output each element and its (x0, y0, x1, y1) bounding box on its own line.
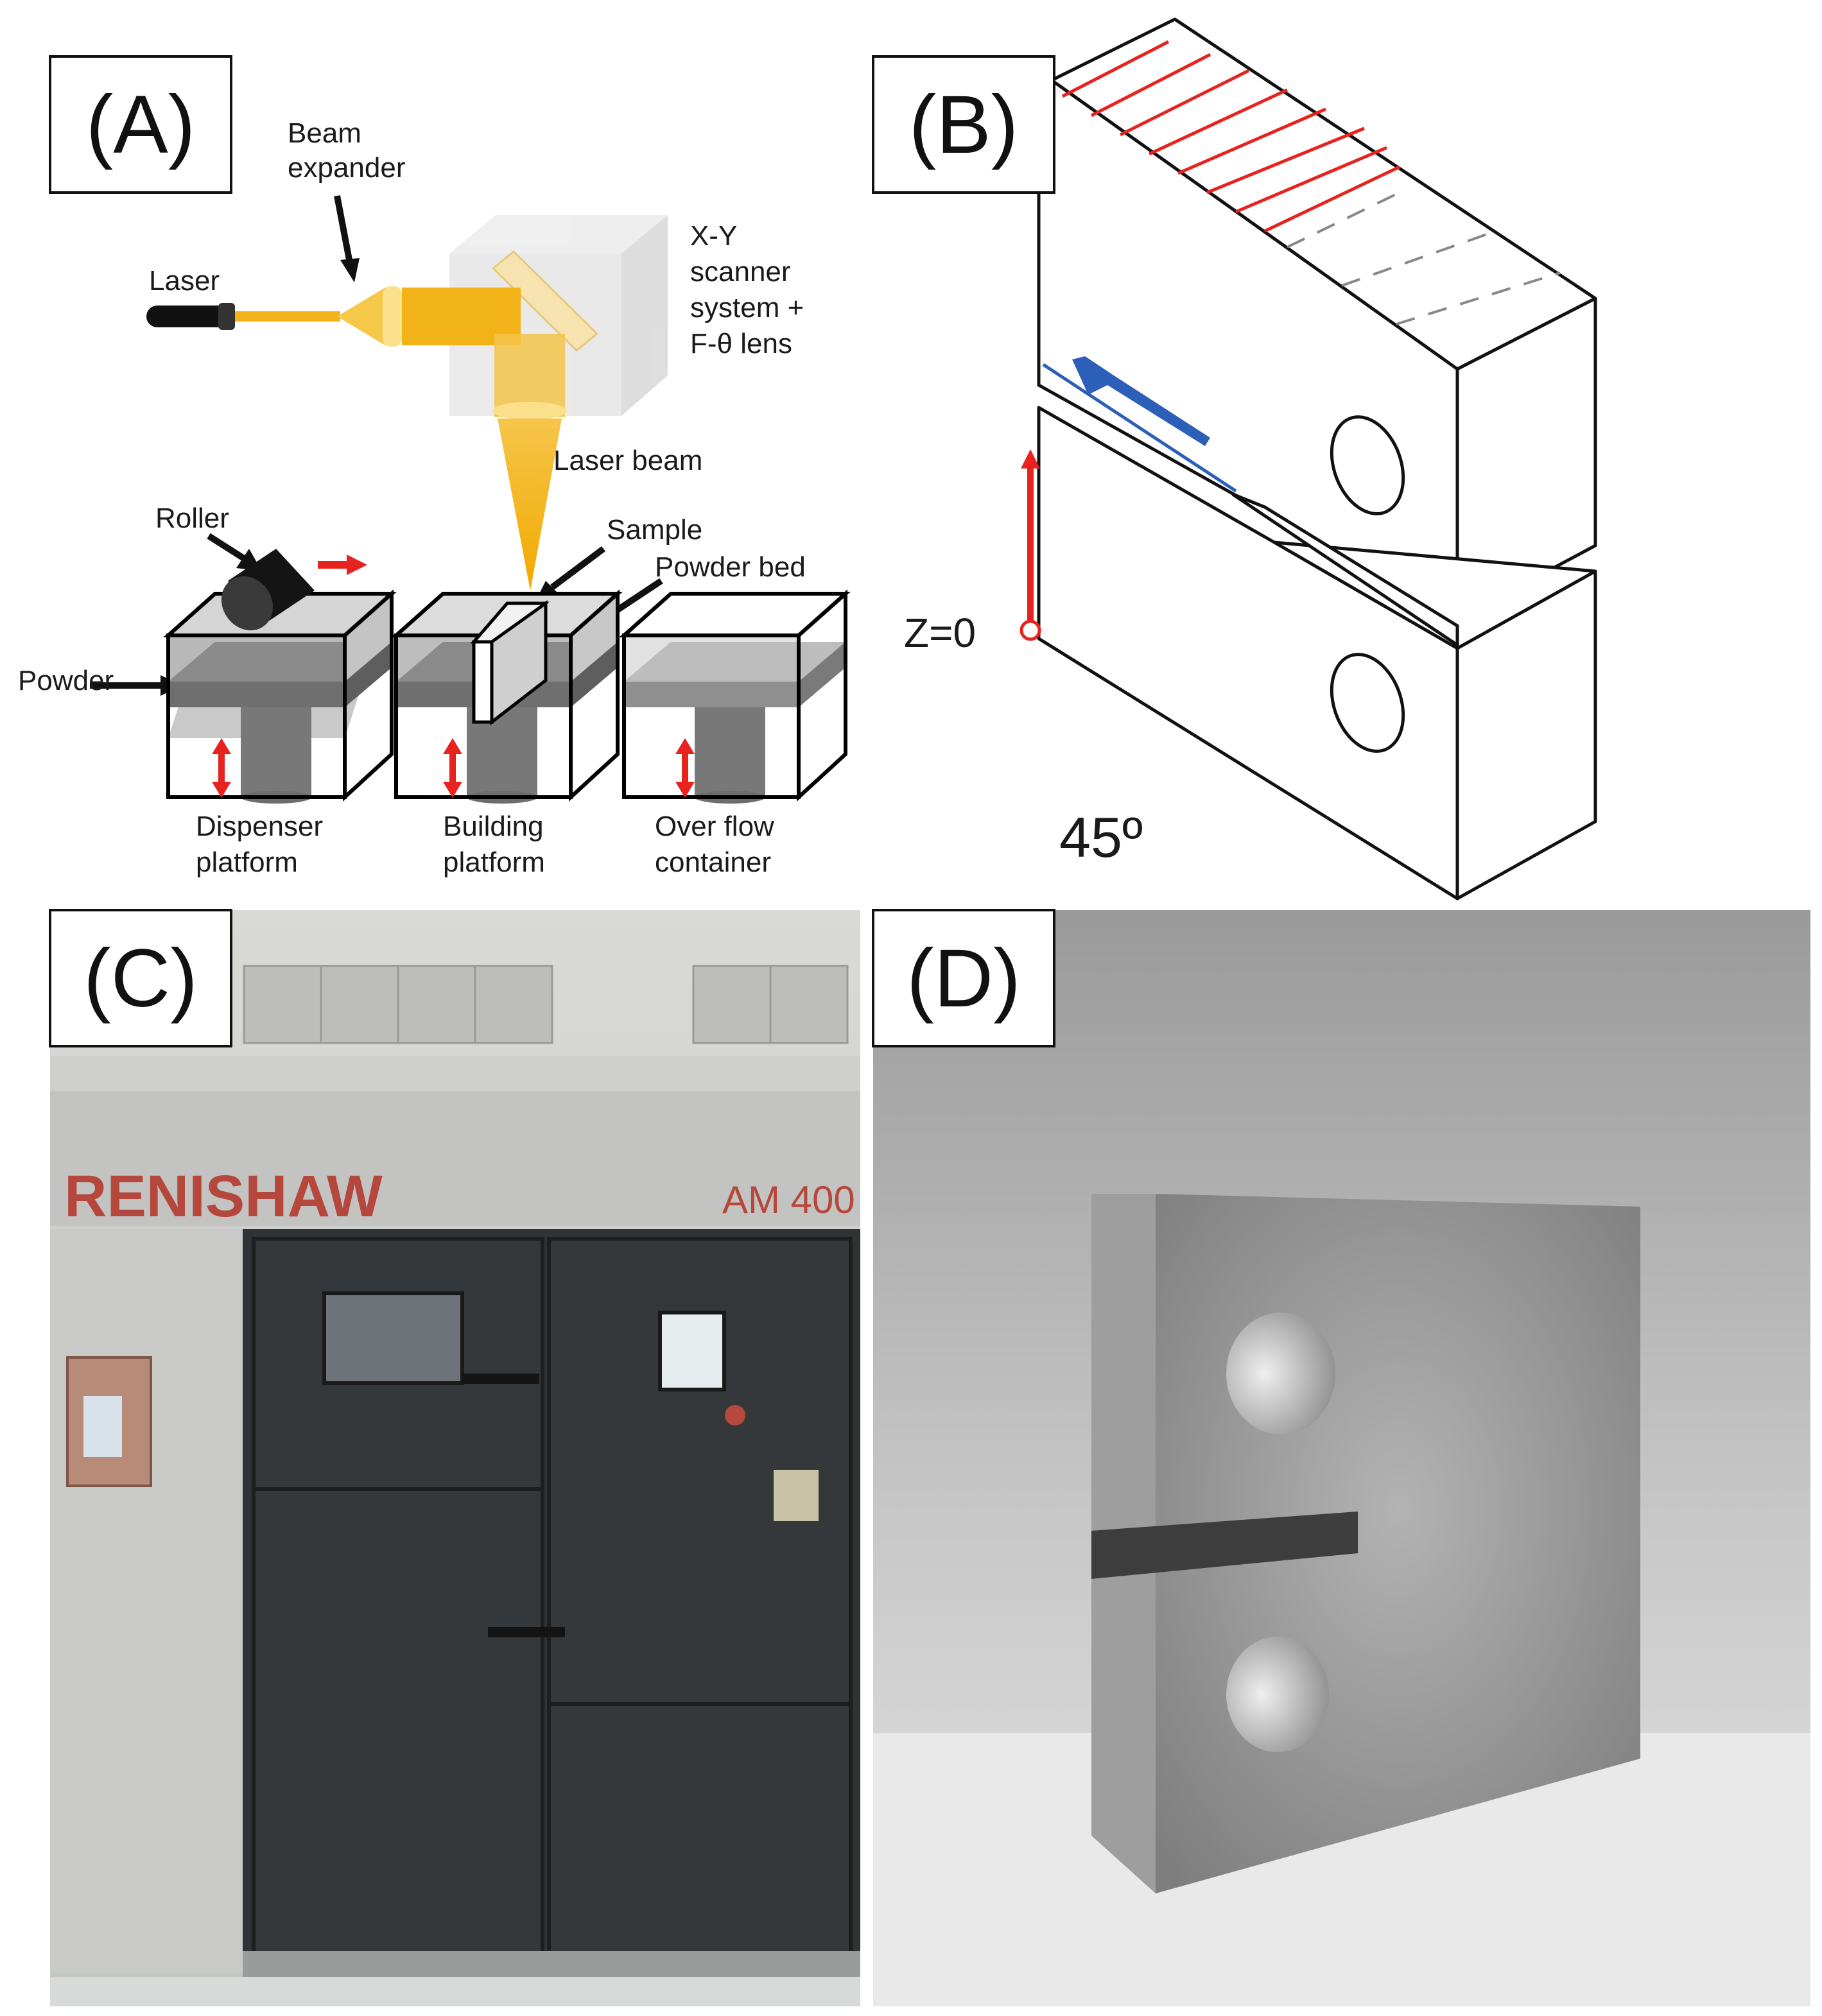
panel-b: (B) Z=0 45º (872, 17, 1597, 900)
door-handle-lower (488, 1627, 565, 1637)
panel-d-tag: (D) (907, 933, 1021, 1024)
label-scanner-3: system + (690, 292, 804, 323)
panel-c-tag-box (49, 909, 232, 1047)
machine-brand: RENISHAW (64, 1164, 383, 1229)
label-beam-expander-2: expander (288, 152, 405, 184)
scan-hatch-lines (1061, 40, 1401, 233)
laser-beam-cone (498, 418, 562, 590)
specimen-notch (1231, 492, 1459, 648)
laser-source (146, 303, 235, 330)
crack-direction-arrow (1072, 356, 1210, 446)
panel-a-tag-box (49, 55, 232, 194)
build-direction-arrow (1019, 449, 1041, 641)
label-building-2: platform (443, 847, 545, 878)
panel-c-tag: (C) (83, 933, 198, 1024)
floor (50, 1977, 860, 2006)
angle-label: 45º (1059, 806, 1143, 869)
control-screen (658, 1311, 726, 1391)
ceiling-windows (243, 965, 849, 1044)
expander-lens (383, 286, 402, 347)
panel-a-tag: (A) (86, 79, 196, 171)
panel-a: (A) Beam expander Laser X-Y scanner syst… (18, 55, 851, 878)
label-dispenser-2: platform (196, 847, 298, 878)
laser-thin-beam (235, 311, 340, 322)
overflow-box (619, 589, 851, 804)
panel-c: RENISHAW AM 400 (C) (49, 909, 860, 2006)
crack-path-line (1042, 363, 1237, 493)
dispenser-box (163, 589, 397, 804)
f-theta-lens (492, 402, 567, 420)
machine-base (243, 1951, 860, 1977)
label-scanner-2: scanner (690, 256, 791, 288)
door-handle-upper (462, 1374, 539, 1384)
machine-model: AM 400 (722, 1178, 855, 1221)
roller (221, 549, 315, 631)
panel-d-tag-box (872, 909, 1055, 1047)
viewing-window (322, 1291, 464, 1385)
platform-motion-arrows (212, 738, 695, 798)
roller-motion-arrow (318, 555, 367, 575)
lower-hole (1330, 653, 1405, 753)
upper-hole (1330, 415, 1405, 515)
label-scanner-4: F-θ lens (690, 328, 792, 359)
label-building-1: Building (443, 811, 544, 842)
sample-block (470, 600, 550, 726)
label-powder-bed: Powder bed (655, 551, 806, 583)
panel-b-tag: (B) (909, 79, 1019, 171)
specimen-photo (1091, 1194, 1640, 1893)
panel-b-tag-box (872, 55, 1055, 194)
beam-expander (337, 288, 385, 345)
panel-d: (D) (872, 909, 1810, 2006)
label-overflow-2: container (655, 847, 771, 878)
label-scanner-1: X-Y (690, 220, 737, 252)
left-wall-unit (50, 1229, 243, 1974)
z-zero-label: Z=0 (904, 610, 976, 656)
label-sample: Sample (607, 514, 702, 546)
emergency-button (725, 1405, 745, 1426)
scan-dashed-lines (1287, 191, 1561, 325)
label-overflow-1: Over flow (655, 811, 774, 842)
scanner-mirror (491, 250, 599, 352)
label-dispenser-1: Dispenser (196, 811, 323, 842)
label-roller: Roller (155, 503, 229, 534)
label-powder: Powder (18, 665, 114, 696)
label-laser: Laser (149, 265, 220, 297)
label-beam-expander-1: Beam (288, 117, 361, 149)
photo-upper-hole (1226, 1313, 1335, 1434)
warning-label (774, 1470, 819, 1521)
photo-lower-hole (1226, 1637, 1329, 1752)
specimen-lower (1037, 406, 1597, 900)
label-laser-beam: Laser beam (553, 445, 702, 476)
